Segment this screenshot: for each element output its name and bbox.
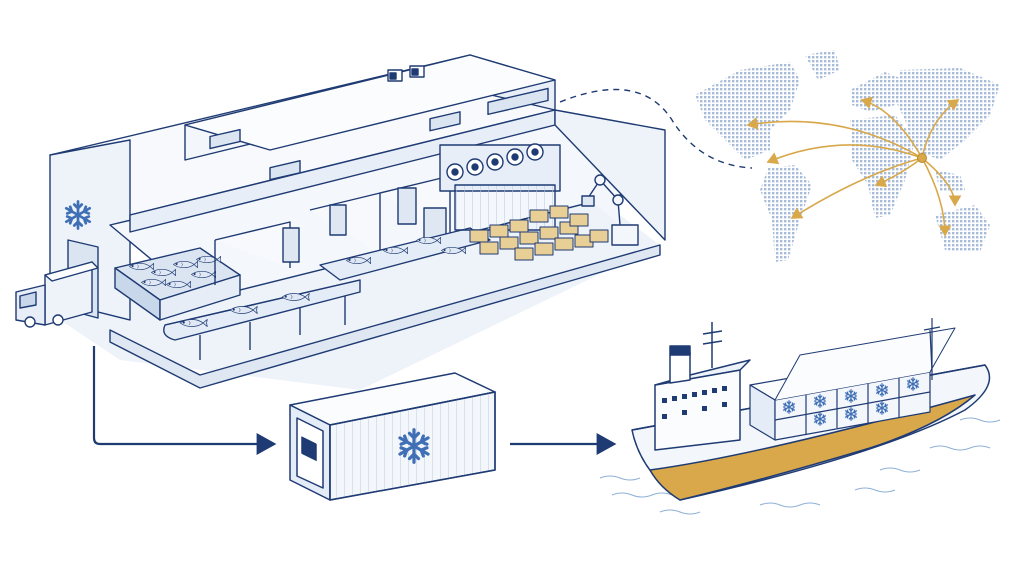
world-map <box>695 50 1000 262</box>
robotic-arm <box>581 174 639 246</box>
cargo-ship <box>599 318 1001 515</box>
route-to-southeast-asia <box>921 157 962 207</box>
route-to-west-coast <box>766 144 923 165</box>
world-map-landmasses <box>695 50 1000 262</box>
ship-container-stack <box>749 318 956 441</box>
freezer-fans <box>439 143 561 231</box>
delivery-truck <box>15 261 99 328</box>
fish-tank <box>114 247 241 321</box>
export-origin-marker <box>917 153 927 163</box>
route-to-north-asia <box>921 99 960 159</box>
processing-machines <box>214 175 491 285</box>
conveyor-belt <box>163 279 361 360</box>
route-to-europe <box>860 96 923 159</box>
processing-plant <box>30 54 666 390</box>
ship-bridge <box>654 322 751 451</box>
reefer-container <box>289 372 496 501</box>
water-ripples <box>599 417 1001 515</box>
packed-boxes <box>469 205 609 261</box>
route-to-north-america <box>746 117 923 159</box>
roof-vents <box>387 65 425 82</box>
route-to-australia <box>921 157 952 237</box>
flow-arrow-plant-to-container <box>92 346 277 455</box>
route-to-south-america <box>790 157 923 219</box>
dashed-link-plant-to-map <box>559 88 753 169</box>
